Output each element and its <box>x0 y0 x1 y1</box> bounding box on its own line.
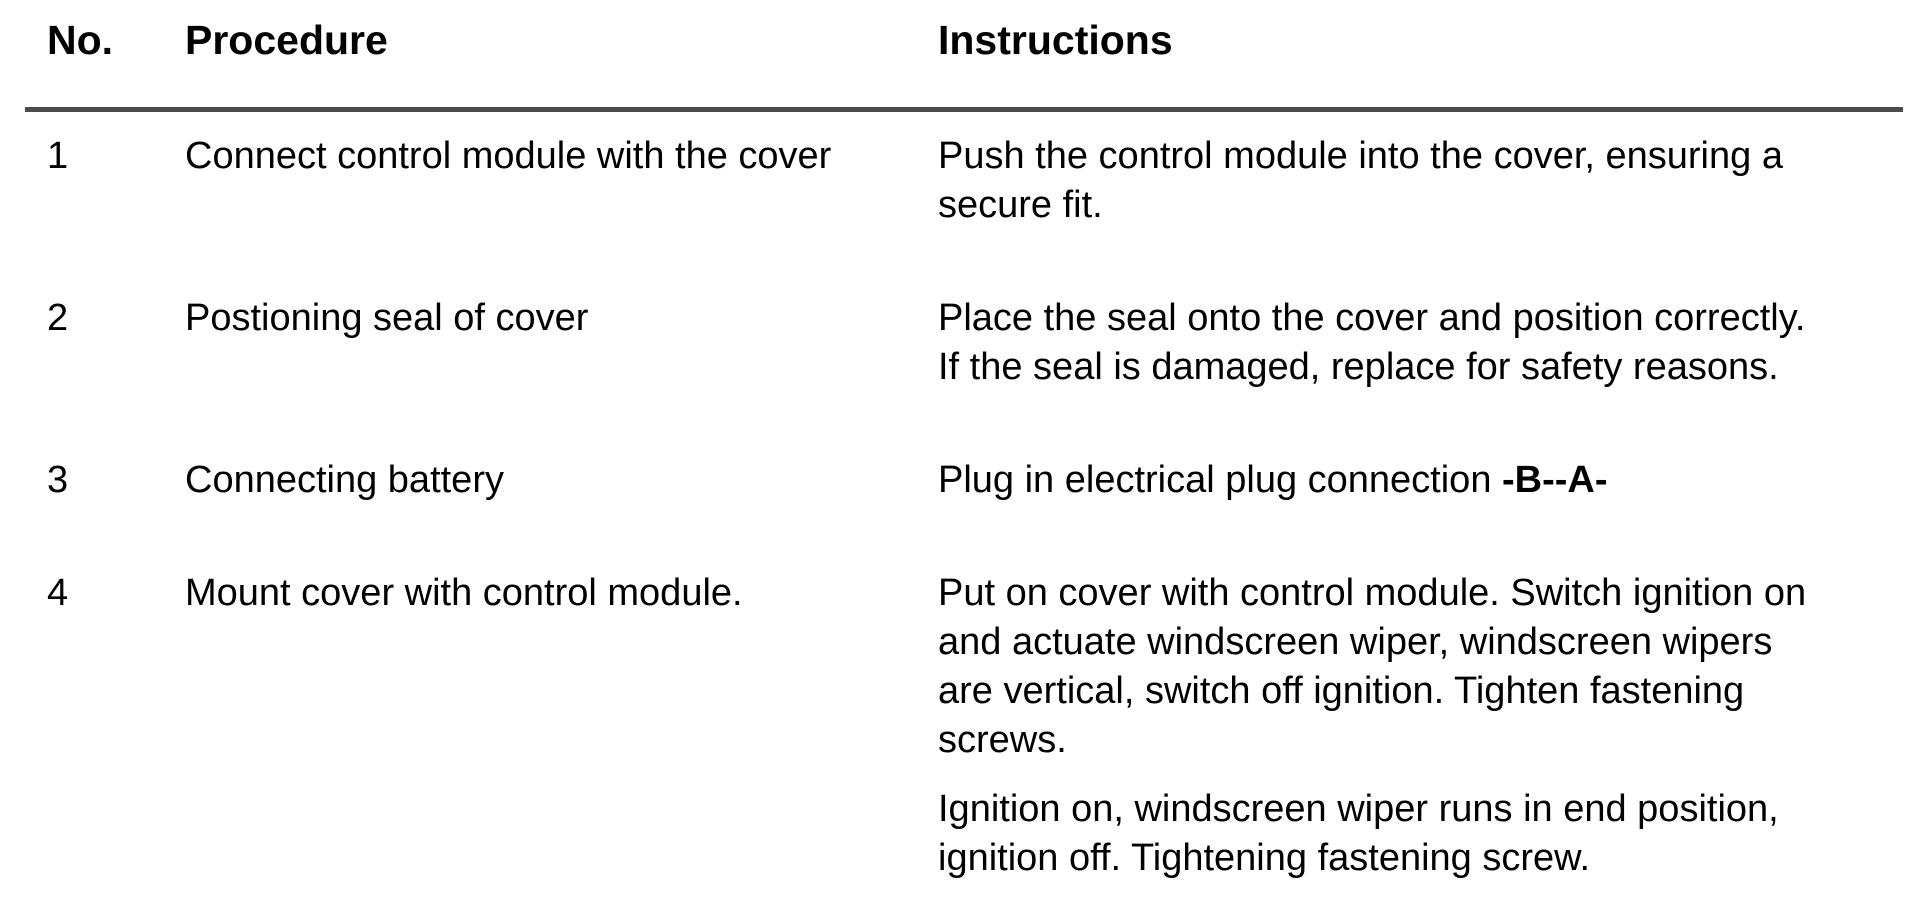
connector-reference-bold: -B--A- <box>1502 459 1608 501</box>
table-row: 4 Mount cover with control module. Put o… <box>0 569 1929 883</box>
instruction-paragraph: Ignition on, windscreen wiper runs in en… <box>938 785 1828 883</box>
row-number: 4 <box>47 572 69 614</box>
table-body: 1 Connect control module with the cover … <box>0 132 1929 883</box>
procedure-table-page: No. Procedure Instructions 1 Connect con… <box>0 16 1929 883</box>
instruction-text: Ignition on, windscreen wiper runs in en… <box>938 788 1779 879</box>
row-number: 3 <box>47 459 69 501</box>
instruction-text: Place the seal onto the cover and positi… <box>938 297 1806 388</box>
procedure-cell: Mount cover with control module. <box>185 572 743 614</box>
instruction-paragraph: Place the seal onto the cover and positi… <box>938 294 1828 392</box>
col-header-no: No. <box>47 17 114 63</box>
header-divider-line <box>25 107 1903 112</box>
procedure-cell: Connecting battery <box>185 459 504 501</box>
col-header-procedure: Procedure <box>185 17 388 63</box>
table-header-row: No. Procedure Instructions <box>0 16 1929 65</box>
instruction-paragraph: Plug in electrical plug connection -B--A… <box>938 456 1828 505</box>
procedure-cell: Connect control module with the cover <box>185 135 832 177</box>
col-header-instructions: Instructions <box>938 17 1173 63</box>
instruction-text: Put on cover with control module. Switch… <box>938 572 1807 761</box>
instructions-cell: Push the control module into the cover, … <box>938 132 1828 230</box>
row-number: 2 <box>47 297 69 339</box>
procedure-cell: Postioning seal of cover <box>185 297 589 339</box>
instruction-text: Push the control module into the cover, … <box>938 135 1783 226</box>
table-row: 3 Connecting battery Plug in electrical … <box>0 456 1929 505</box>
instruction-paragraph: Push the control module into the cover, … <box>938 132 1828 230</box>
instructions-cell: Put on cover with control module. Switch… <box>938 569 1828 883</box>
row-number: 1 <box>47 135 69 177</box>
table-row: 1 Connect control module with the cover … <box>0 132 1929 230</box>
instruction-paragraph: Put on cover with control module. Switch… <box>938 569 1828 765</box>
instructions-cell: Place the seal onto the cover and positi… <box>938 294 1828 392</box>
table-row: 2 Postioning seal of cover Place the sea… <box>0 294 1929 392</box>
instructions-cell: Plug in electrical plug connection -B--A… <box>938 456 1828 505</box>
instruction-text: Plug in electrical plug connection <box>938 459 1503 501</box>
